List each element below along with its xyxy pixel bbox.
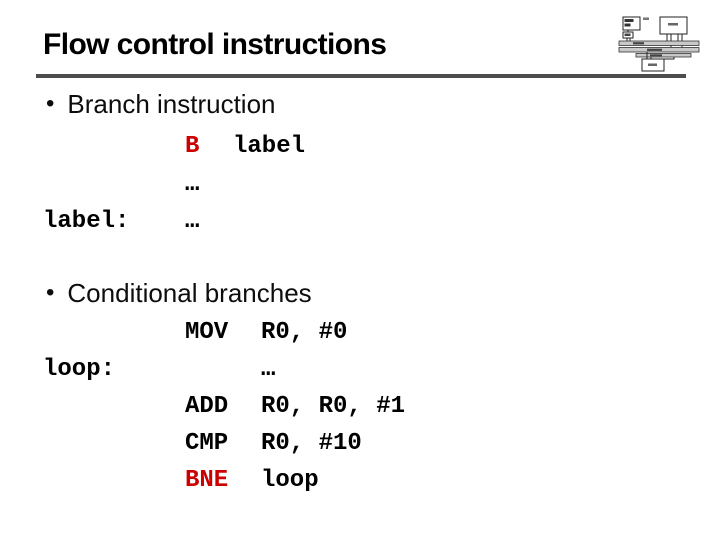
code-line: MOV R0, #0 — [0, 319, 720, 351]
code-ellipsis: … — [185, 171, 200, 198]
code-mnemonic: CMP — [185, 430, 229, 457]
code-line: B label — [0, 133, 720, 165]
bullet-icon: • — [46, 90, 55, 117]
section-branch-heading: • Branch instruction — [46, 89, 276, 120]
code-mnemonic: BNE — [185, 467, 229, 494]
code-ellipsis: … — [261, 356, 276, 383]
code-operands: label — [233, 133, 306, 160]
cpu-block-diagram-icon — [618, 16, 700, 72]
code-line: loop: … — [0, 356, 720, 388]
code-line: BNE loop — [0, 467, 720, 499]
code-line: … — [0, 171, 720, 203]
bullet-icon: • — [46, 279, 55, 306]
code-line: label: … — [0, 208, 720, 240]
section-conditional-heading: • Conditional branches — [46, 278, 312, 309]
code-mnemonic: ADD — [185, 393, 229, 420]
code-label: loop: — [43, 356, 116, 383]
code-operands: R0, #0 — [261, 319, 348, 346]
code-operands: R0, R0, #1 — [261, 393, 406, 420]
code-operands: R0, #10 — [261, 430, 362, 457]
section-heading-label: Conditional branches — [67, 278, 312, 308]
code-operands: loop — [261, 467, 319, 494]
section-heading-label: Branch instruction — [67, 89, 276, 119]
page-title: Flow control instructions — [43, 28, 387, 61]
title-divider-rule — [36, 74, 686, 78]
code-line: CMP R0, #10 — [0, 430, 720, 462]
code-label: label: — [43, 208, 130, 235]
code-line: ADD R0, R0, #1 — [0, 393, 720, 425]
code-mnemonic: MOV — [185, 319, 229, 346]
code-ellipsis: … — [185, 208, 200, 235]
code-mnemonic: B — [185, 133, 200, 160]
